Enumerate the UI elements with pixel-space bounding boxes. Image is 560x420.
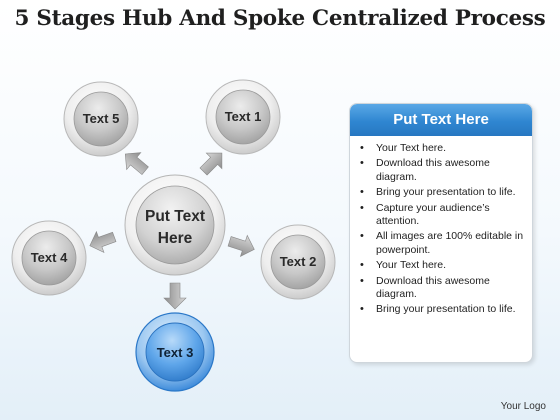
- arrow-to-text-5: [124, 152, 149, 175]
- panel-bullet-item: Bring your presentation to life.: [360, 186, 526, 200]
- text-panel: Put Text Here Your Text here. Download t…: [349, 103, 533, 363]
- node-text-3: Text 3: [135, 312, 215, 392]
- arrow-to-text-1: [199, 152, 223, 176]
- panel-bullet-item: Your Text here.: [360, 259, 526, 273]
- panel-bullet-item: Capture your audience’s attention.: [360, 202, 526, 229]
- hub-circle: Put Text Here: [124, 174, 226, 276]
- arrow-to-text-2: [227, 234, 255, 257]
- logo-placeholder: Your Logo: [500, 401, 546, 412]
- arrow-to-text-4: [89, 230, 117, 253]
- node-text-4: Text 4: [11, 220, 87, 296]
- node-text-1: Text 1: [205, 79, 281, 155]
- panel-bullet-item: Your Text here.: [360, 142, 526, 156]
- arrow-to-text-3: [163, 282, 187, 310]
- panel-bullet-item: Bring your presentation to life.: [360, 303, 526, 317]
- panel-bullet-list: Your Text here. Download this awesome di…: [350, 136, 532, 317]
- node-label-text-3: Text 3: [157, 345, 194, 360]
- panel-bullet-item: Download this awesome diagram.: [360, 275, 526, 302]
- hub-label-line-2: Here: [158, 230, 193, 247]
- node-label-text-5: Text 5: [83, 111, 120, 126]
- node-label-text-4: Text 4: [31, 250, 68, 265]
- panel-bullet-item: All images are 100% editable in powerpoi…: [360, 230, 526, 257]
- panel-header: Put Text Here: [350, 104, 532, 136]
- page-title: 5 Stages Hub And Spoke Centralized Proce…: [14, 6, 546, 31]
- node-text-2: Text 2: [260, 224, 336, 300]
- panel-bullet-item: Download this awesome diagram.: [360, 157, 526, 184]
- hub-label-line-1: Put Text: [145, 208, 205, 225]
- node-label-text-2: Text 2: [280, 254, 317, 269]
- node-label-text-1: Text 1: [225, 109, 262, 124]
- node-text-5: Text 5: [63, 81, 139, 157]
